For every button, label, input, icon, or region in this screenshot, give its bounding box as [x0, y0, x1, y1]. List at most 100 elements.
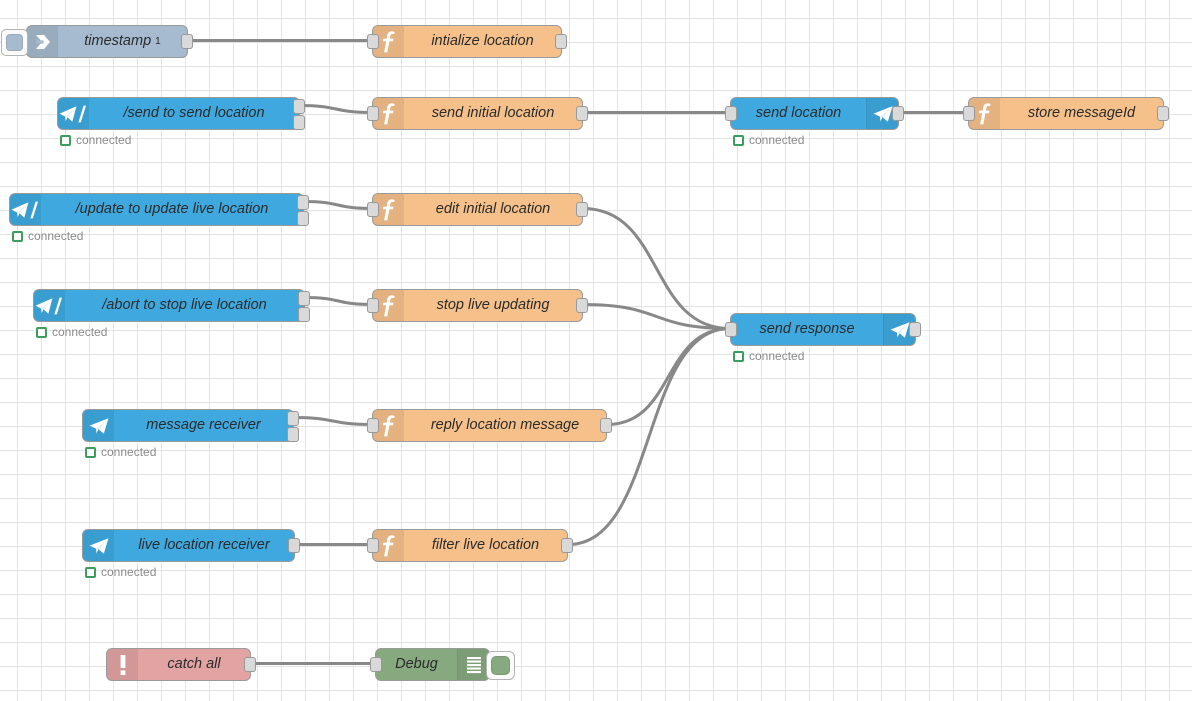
node-stop-live-updating[interactable]: stop live updating	[367, 289, 588, 322]
node-label: stop live updating	[436, 297, 550, 314]
wire-message-receiver-to-reply-location-message[interactable]	[292, 416, 374, 426]
output-port-0[interactable]	[293, 99, 305, 114]
input-port[interactable]	[370, 657, 382, 672]
node-send-initial-location[interactable]: send initial location	[367, 97, 588, 130]
node-body: Debug	[376, 649, 489, 680]
output-port-0[interactable]	[600, 418, 612, 433]
node-label-wrap: live location receiver	[114, 538, 294, 553]
node-label: live location receiver	[138, 537, 270, 554]
node-body: send location	[731, 98, 898, 129]
input-port[interactable]	[367, 418, 379, 433]
node-status: connected	[36, 326, 107, 338]
output-port-0[interactable]	[1157, 106, 1169, 121]
inject-arrow-icon	[27, 26, 58, 57]
output-port-0[interactable]	[298, 291, 310, 306]
status-indicator-icon	[60, 134, 71, 146]
node-edit-initial-location[interactable]: edit initial location	[367, 193, 588, 226]
output-port-1[interactable]	[293, 115, 305, 130]
node-send-location[interactable]: send location connected	[725, 97, 904, 146]
node-label: catch all	[167, 656, 221, 673]
output-port-0[interactable]	[576, 298, 588, 313]
node-status: connected	[733, 350, 804, 362]
output-port-0[interactable]	[244, 657, 256, 672]
input-port[interactable]	[367, 106, 379, 121]
wire-edit-initial-location-to-send-response[interactable]	[581, 207, 732, 330]
status-label: connected	[76, 133, 132, 147]
output-port-1[interactable]	[287, 427, 299, 442]
output-port-0[interactable]	[287, 411, 299, 426]
node-label: /abort to stop live location	[102, 297, 267, 314]
input-port[interactable]	[367, 202, 379, 217]
node-filter-live-location[interactable]: filter live location	[367, 529, 573, 562]
node-label-wrap: store messageId	[1000, 106, 1163, 121]
output-port-0[interactable]	[181, 34, 193, 49]
output-port-0[interactable]	[909, 322, 921, 337]
node-label-wrap: send location	[731, 106, 866, 121]
input-port[interactable]	[725, 322, 737, 337]
wire-send-command-to-send-initial-location[interactable]	[298, 104, 374, 114]
output-port-0[interactable]	[561, 538, 573, 553]
node-body: live location receiver	[83, 530, 294, 561]
telegram-command-icon	[34, 290, 65, 321]
node-status: connected	[733, 134, 804, 146]
node-body: catch all	[107, 649, 250, 680]
debug-toggle-button[interactable]	[486, 651, 515, 680]
node-body: store messageId	[969, 98, 1163, 129]
node-label: reply location message	[430, 417, 580, 434]
status-label: connected	[52, 325, 108, 339]
output-port-0[interactable]	[576, 202, 588, 217]
node-catch-all[interactable]: catch all	[106, 648, 256, 681]
output-port-0[interactable]	[288, 538, 300, 553]
output-port-1[interactable]	[297, 211, 309, 226]
node-body: reply location message	[373, 410, 606, 441]
node-label-wrap: catch all	[138, 657, 250, 672]
wire-stop-live-updating-to-send-response[interactable]	[581, 303, 732, 330]
input-port[interactable]	[367, 538, 379, 553]
node-label: intialize location	[431, 33, 534, 50]
node-body: send response	[731, 314, 915, 345]
output-port-0[interactable]	[576, 106, 588, 121]
output-port-1[interactable]	[298, 307, 310, 322]
debug-toggle-pad	[491, 656, 510, 675]
node-body: /update to update live location	[10, 194, 303, 225]
node-label: send initial location	[431, 105, 555, 122]
wire-abort-command-to-stop-live-updating[interactable]	[303, 296, 374, 306]
node-label-wrap: filter live location	[404, 538, 567, 553]
node-label: timestamp	[84, 33, 152, 50]
node-label-wrap: /abort to stop live location	[65, 298, 304, 313]
telegram-command-icon	[58, 98, 89, 129]
status-indicator-icon	[733, 350, 744, 362]
node-store-messageid[interactable]: store messageId	[963, 97, 1169, 130]
node-abort-command[interactable]: /abort to stop live location connected	[33, 289, 310, 338]
node-label-wrap: /update to update live location	[41, 202, 303, 217]
inject-button[interactable]	[1, 29, 28, 56]
node-label-wrap: send initial location	[404, 106, 582, 121]
input-port[interactable]	[367, 34, 379, 49]
node-label: message receiver	[146, 417, 261, 434]
node-label-wrap: edit initial location	[404, 202, 582, 217]
wire-reply-location-message-to-send-response[interactable]	[605, 327, 732, 426]
node-send-response[interactable]: send response connected	[725, 313, 921, 362]
output-port-0[interactable]	[892, 106, 904, 121]
output-port-0[interactable]	[297, 195, 309, 210]
node-label-wrap: message receiver	[114, 418, 293, 433]
input-port[interactable]	[963, 106, 975, 121]
node-label-wrap: reply location message	[404, 418, 606, 433]
node-status: connected	[60, 134, 131, 146]
output-port-0[interactable]	[555, 34, 567, 49]
node-label: edit initial location	[435, 201, 551, 218]
telegram-plane-icon	[866, 98, 898, 129]
node-debug[interactable]: Debug	[370, 648, 515, 681]
input-port[interactable]	[725, 106, 737, 121]
wire-update-command-to-edit-initial-location[interactable]	[302, 200, 374, 210]
node-reply-location-message[interactable]: reply location message	[367, 409, 612, 442]
input-port[interactable]	[367, 298, 379, 313]
node-intialize-location[interactable]: intialize location	[367, 25, 567, 58]
node-label: store messageId	[1027, 105, 1136, 122]
